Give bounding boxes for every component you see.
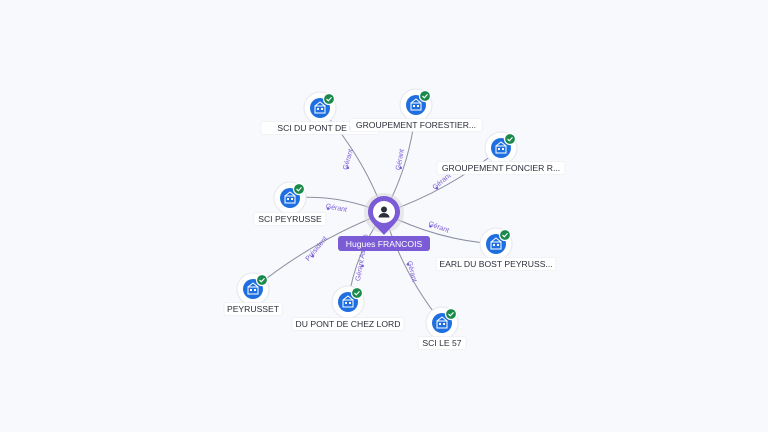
edge-arrow xyxy=(435,186,439,190)
edge-label: Gérant xyxy=(405,260,417,283)
node-label-bg xyxy=(291,317,405,331)
edge-arrow xyxy=(346,166,350,169)
edge-arrow xyxy=(399,166,402,170)
verified-check-icon xyxy=(255,273,269,287)
node-label-bg xyxy=(223,302,283,316)
company-node[interactable]: SCI LE 57 xyxy=(417,306,467,350)
center-label-bg xyxy=(338,236,430,251)
company-icon xyxy=(410,98,422,111)
node-label: DU PONT DE CHEZ LORD xyxy=(296,319,401,329)
edge-label: Gérant xyxy=(395,149,406,171)
node-label: SCI DU PONT DE C... xyxy=(277,123,362,133)
node-label-bg xyxy=(417,336,467,350)
edge-label: Président xyxy=(305,235,329,262)
node-label: SCI LE 57 xyxy=(422,338,461,348)
edge-label: Gérant xyxy=(432,172,453,191)
edge-label: Gérant xyxy=(342,148,355,171)
verified-check-icon xyxy=(444,307,458,321)
edge-arrow xyxy=(406,262,410,266)
node-label: EARL DU BOST PEYRUSS... xyxy=(439,259,552,269)
edge-arrow xyxy=(326,207,330,210)
company-icon xyxy=(495,141,507,154)
edge-arrow xyxy=(429,224,432,228)
person-icon xyxy=(378,206,390,218)
nodes: SCI DU PONT DE C...GROUPEMENT FORESTIER.… xyxy=(223,88,566,350)
verified-check-icon xyxy=(322,92,336,106)
company-node[interactable]: SCI PEYRUSSE xyxy=(253,181,327,226)
verified-check-icon xyxy=(503,132,517,146)
edge-arrow xyxy=(311,254,315,258)
company-icon xyxy=(284,191,296,204)
edge-label: Gérant xyxy=(325,203,347,214)
node-label-bg xyxy=(253,212,327,226)
node-label-bg xyxy=(435,257,557,271)
company-node[interactable]: PEYRUSSET xyxy=(223,272,283,316)
company-icon xyxy=(314,101,326,114)
company-icon xyxy=(436,316,448,329)
company-node[interactable]: GROUPEMENT FONCIER R... xyxy=(436,131,566,175)
company-icon xyxy=(490,237,502,250)
verified-check-icon xyxy=(350,286,364,300)
node-label: GROUPEMENT FORESTIER... xyxy=(356,120,476,130)
verified-check-icon xyxy=(292,182,306,196)
company-node[interactable]: EARL DU BOST PEYRUSS... xyxy=(435,227,557,271)
verified-check-icon xyxy=(498,228,512,242)
node-label-bg xyxy=(349,118,483,132)
company-icon xyxy=(247,282,259,295)
company-icon xyxy=(342,295,354,308)
node-label: PEYRUSSET xyxy=(227,304,280,314)
verified-check-icon xyxy=(418,89,432,103)
node-label-bg xyxy=(436,161,566,175)
company-node[interactable]: GROUPEMENT FORESTIER... xyxy=(349,88,483,132)
node-label: GROUPEMENT FONCIER R... xyxy=(442,163,560,173)
center-label: Hugues FRANCOIS xyxy=(346,239,423,249)
company-node[interactable]: DU PONT DE CHEZ LORD xyxy=(291,285,405,331)
center-node[interactable]: Hugues FRANCOIS xyxy=(338,193,430,251)
edge-arrow xyxy=(361,264,364,268)
node-label: SCI PEYRUSSE xyxy=(258,214,322,224)
company-node[interactable]: SCI DU PONT DE C... xyxy=(260,91,380,135)
